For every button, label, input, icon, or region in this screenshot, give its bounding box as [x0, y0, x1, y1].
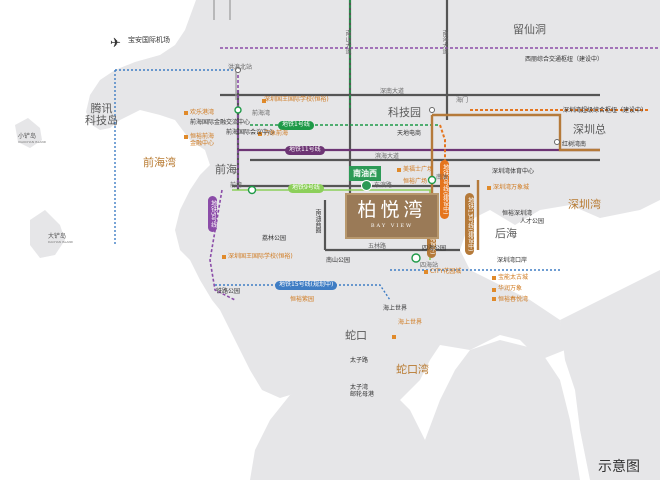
station-qianwan: 前湾: [230, 182, 243, 189]
poi-markers: [184, 99, 496, 339]
road-dongbin: 东滨路: [374, 182, 393, 189]
island-dachan: 大铲岛 DACHAN ISLAND: [48, 234, 73, 244]
water-shekouwan: 蛇口湾: [396, 363, 429, 376]
poi-kunming: 宝能太古城: [498, 274, 529, 281]
poi-tiandi: 天地电商: [397, 130, 422, 137]
road-layer: [220, 0, 600, 252]
island-xiaochan-en: XIAOCHAN ISLAND: [18, 140, 47, 144]
poi-taizi-road: 太子路: [350, 357, 369, 364]
island-xiaochan: 小铲岛 XIAOCHAN ISLAND: [18, 134, 46, 144]
poi-huanghai: 欢乐港湾: [190, 109, 215, 116]
poi-wanxiang: 万象前海: [264, 130, 289, 137]
poi-jinrong: 恒裕前海 金融中心: [190, 133, 215, 148]
poi-yinhe: 深圳湾口岸: [497, 257, 528, 264]
poi-tieluo: 铁路公园: [216, 288, 241, 295]
island-xiaochan-cn: 小铲岛: [18, 133, 37, 140]
station-markers: [234, 106, 437, 263]
poi-chengfeng: 恒裕深圳湾: [502, 210, 533, 217]
brand-name-en: BAY VIEW: [370, 223, 414, 229]
road-shennan-avenue: 深南大道: [380, 88, 405, 95]
poi-haishang: 海上世界: [398, 319, 423, 326]
district-tengxun: 腾讯 科技岛: [85, 102, 118, 128]
station-nanyou: 南油: [436, 174, 449, 181]
poi-hongshu: 海上世界: [383, 305, 408, 312]
poi-sihai-park: 四海公园: [422, 245, 447, 252]
project-brand-badge: 柏悦湾 BAY VIEW: [345, 193, 439, 239]
road-wulin: 五林路: [368, 243, 387, 250]
road-nanhai-avenue: 南海大道: [441, 30, 448, 54]
poi-nanyou-cbd: 南油商圈: [314, 209, 321, 233]
poi-sports-center: 深圳湾体育中心: [492, 168, 535, 175]
water-shenzhenwan: 深圳湾: [568, 198, 601, 211]
poi-renjiao: 人才公园: [520, 218, 545, 225]
poi-qianhai-intl: 前海国际会议中心: [226, 129, 275, 136]
district-houhai: 后海: [495, 227, 517, 240]
land-layer: [15, 0, 660, 480]
station-tiaoxianwei: 洪浪北站: [228, 64, 253, 71]
schematic-caption: 示意图: [598, 459, 640, 475]
metro-line-15: [114, 69, 560, 301]
island-dachan-cn: 大铲岛: [48, 233, 67, 240]
station-highlight-label: 南油西: [349, 166, 381, 181]
metro-label-line5: 地铁5号线: [208, 196, 217, 232]
poi-cityplaza: CITY花园城: [430, 268, 462, 275]
poi-xiyu: 西丽综合交通枢纽（建设中）: [525, 56, 604, 63]
airport-label: 宝安国际机场: [128, 36, 170, 44]
small-station-markers: [235, 67, 560, 145]
poi-taiziwan: 太子湾 邮轮母港: [350, 384, 375, 399]
metro-label-line2: 地铁2号线(建设中): [440, 160, 449, 219]
station-sihaizhan: 四海站: [420, 262, 439, 269]
poi-honghu: 红树湾南: [562, 141, 587, 148]
district-shenzhenwan-zongbu: 深圳总: [573, 123, 606, 136]
poi-lizhi-park: 荔林公园: [262, 235, 287, 242]
poi-shenwan-hub: 深圳湾超级综合枢纽（建设中）: [563, 107, 648, 114]
poi-school1: 深圳国王国际学校(恒裕): [264, 96, 329, 103]
district-liuxiandong: 留仙洞: [513, 23, 546, 36]
station-houhaimen: 海门: [456, 97, 469, 104]
road-nanshan-avenue: 南山大道: [344, 30, 351, 54]
district-qianhai: 前海: [215, 163, 237, 176]
poi-huarun: 华润万象: [498, 285, 523, 292]
metro-label-line1: 地铁1号线: [278, 121, 314, 130]
poi-nanshan-park: 南山公园: [326, 257, 351, 264]
poi-hengyu: 恒裕紫园: [290, 296, 315, 303]
poi-school2: 深圳国王国际学校(恒裕): [228, 253, 293, 260]
island-dachan-en: DACHAN ISLAND: [48, 240, 73, 244]
poi-tiannan: 深圳湾万象城: [493, 184, 530, 191]
poi-cbd: 前海国际金融交流中心: [190, 119, 251, 126]
water-qianhaiwan: 前海湾: [143, 156, 176, 169]
metro-label-line15: 地铁15号线(规划中): [275, 281, 338, 290]
metro-label-line9: 地铁9号线: [288, 184, 324, 193]
poi-huaye: 恒裕广场: [403, 178, 428, 185]
poi-meiti: 美福士广场: [403, 166, 434, 173]
brand-name-cn: 柏悦湾: [357, 199, 427, 221]
district-shekou: 蛇口: [345, 329, 367, 342]
poi-hengyu2: 恒裕春悦湾: [498, 296, 529, 303]
station-qianhaiwan: 前海湾: [252, 110, 271, 117]
metro-station-icon: [361, 180, 372, 191]
road-layer-light: [213, 0, 237, 100]
road-binhai-avenue: 滨海大道: [375, 153, 400, 160]
airplane-icon: ✈: [110, 36, 121, 51]
district-kejiyuan: 科技园: [388, 106, 421, 119]
metro-label-line11: 地铁11号线: [285, 146, 325, 155]
metro-label-line13b: 地铁13号线(建设中): [465, 193, 474, 256]
